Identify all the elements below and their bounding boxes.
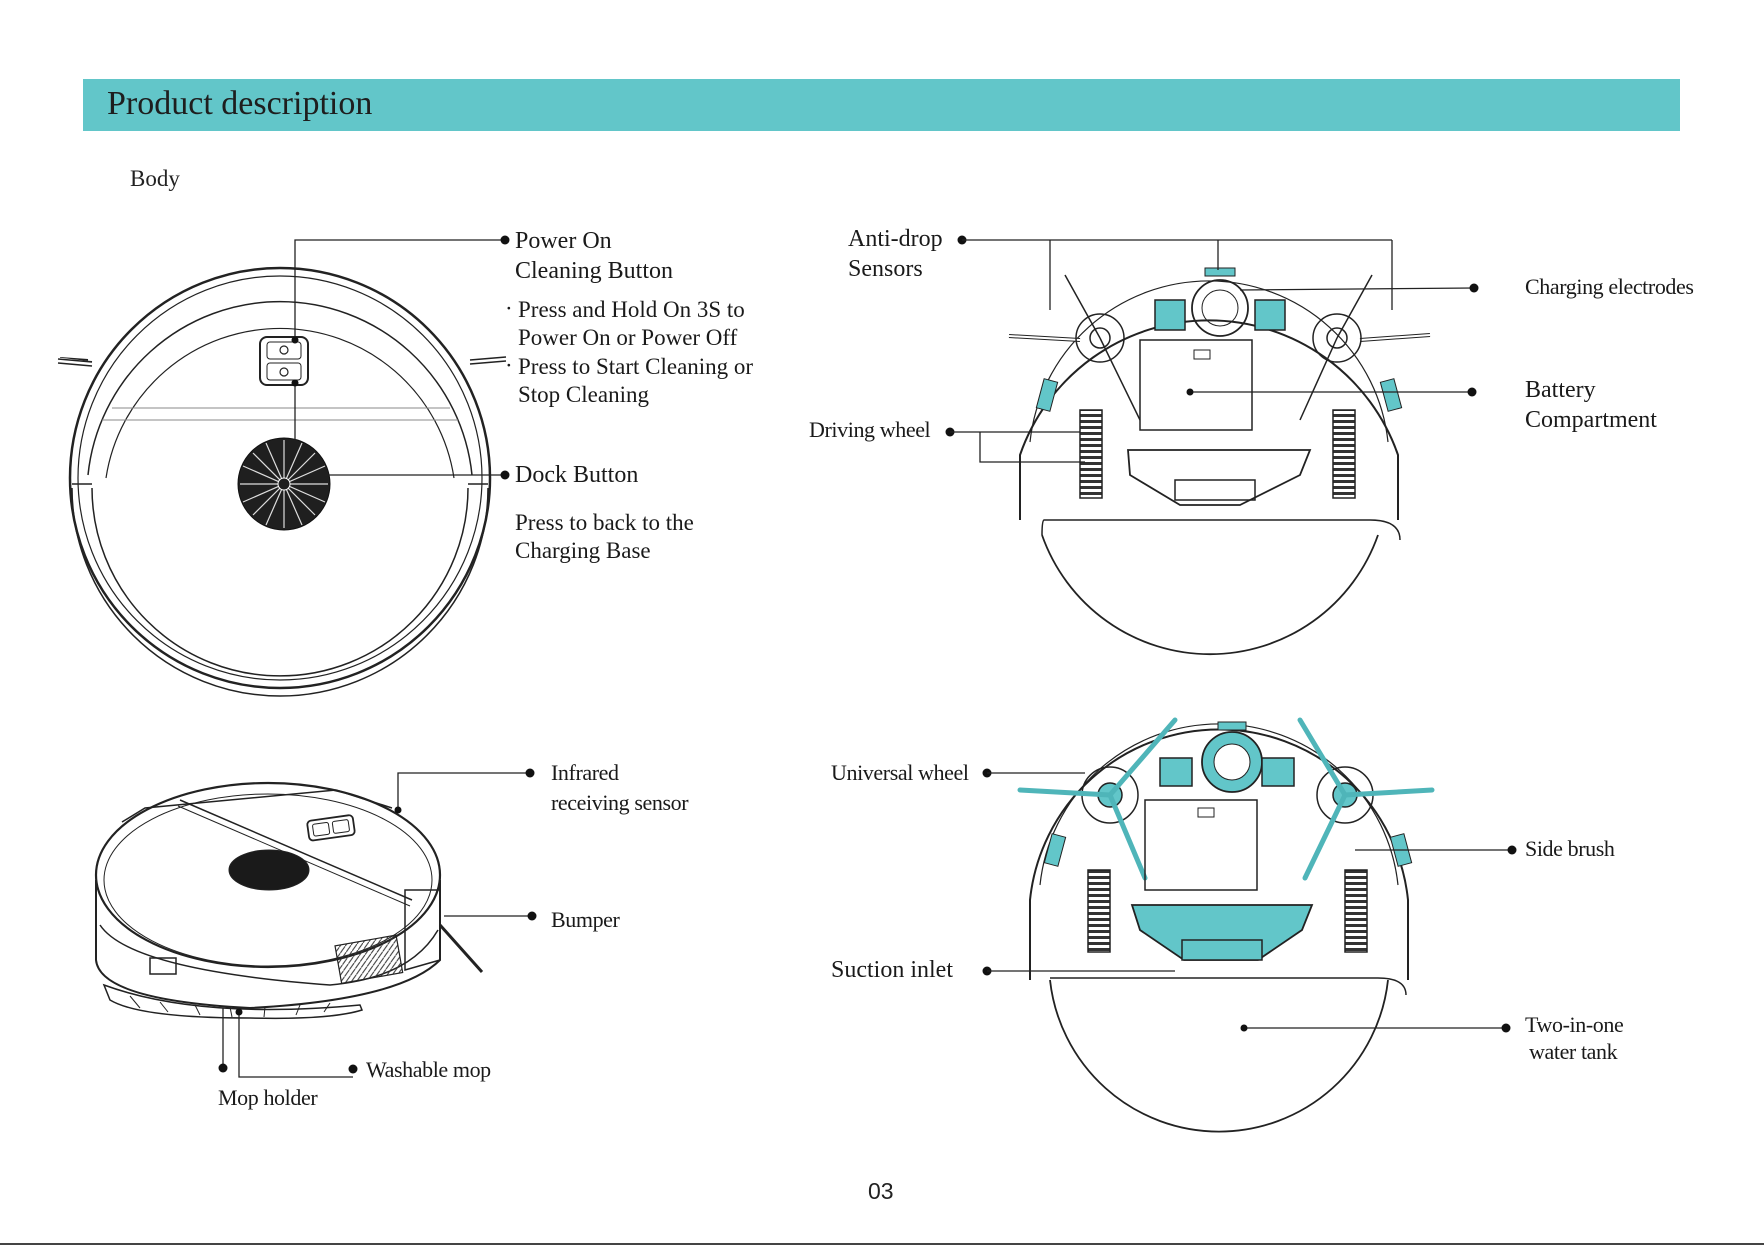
section-header-bar: Product description xyxy=(83,79,1680,131)
power-bullet1-line1: Press and Hold On 3S to xyxy=(518,297,745,322)
infrared-sensor-label-line2: receiving sensor xyxy=(551,790,689,815)
side-brush-label: Side brush xyxy=(1525,836,1615,861)
battery-label-line2: Compartment xyxy=(1525,407,1657,433)
water-tank-label-line1: Two-in-one xyxy=(1525,1012,1624,1037)
page-number: 03 xyxy=(868,1178,894,1204)
page-bottom-rule xyxy=(0,1243,1764,1245)
side-view-callouts xyxy=(218,768,537,1078)
body-section-label: Body xyxy=(130,166,180,191)
robot-top-view xyxy=(57,266,507,697)
robot-bottom-view-1 xyxy=(1008,267,1431,656)
bumper-label: Bumper xyxy=(551,907,620,932)
bottom-view-1-callouts xyxy=(945,235,1479,463)
washable-mop-label: Washable mop xyxy=(366,1057,491,1082)
anti-drop-label-line2: Sensors xyxy=(848,256,923,282)
dock-button-desc-line1: Press to back to the xyxy=(515,510,694,535)
dock-button-title: Dock Button xyxy=(515,462,639,488)
driving-wheel-label: Driving wheel xyxy=(809,417,931,442)
robot-side-view xyxy=(94,781,484,1020)
power-button-title-line1: Power On xyxy=(515,228,612,254)
power-bullet2-line2: Stop Cleaning xyxy=(518,382,649,407)
power-bullet2-mark: · xyxy=(505,353,513,378)
water-tank-label-line2: water tank xyxy=(1529,1039,1618,1064)
anti-drop-label-line1: Anti-drop xyxy=(848,226,943,252)
power-bullet1-line2: Power On or Power Off xyxy=(518,325,738,350)
page-title: Product description xyxy=(107,85,373,122)
power-bullet1-mark: · xyxy=(505,296,513,321)
universal-wheel-label: Universal wheel xyxy=(831,760,969,785)
suction-inlet-label: Suction inlet xyxy=(831,957,953,983)
bottom-view-2-callouts xyxy=(982,768,1517,1033)
top-view-callouts xyxy=(291,235,510,480)
power-button-title-line2: Cleaning Button xyxy=(515,258,673,284)
power-bullet2-line1: Press to Start Cleaning or xyxy=(518,354,754,379)
robot-bottom-view-2 xyxy=(1017,717,1435,1133)
lidar-dome xyxy=(237,437,331,531)
infrared-sensor-label-line1: Infrared xyxy=(551,760,619,785)
battery-label-line1: Battery xyxy=(1525,377,1596,403)
mop-holder-label: Mop holder xyxy=(218,1085,318,1110)
charging-electrodes-label: Charging electrodes xyxy=(1525,274,1694,299)
dock-button-desc-line2: Charging Base xyxy=(515,538,651,563)
